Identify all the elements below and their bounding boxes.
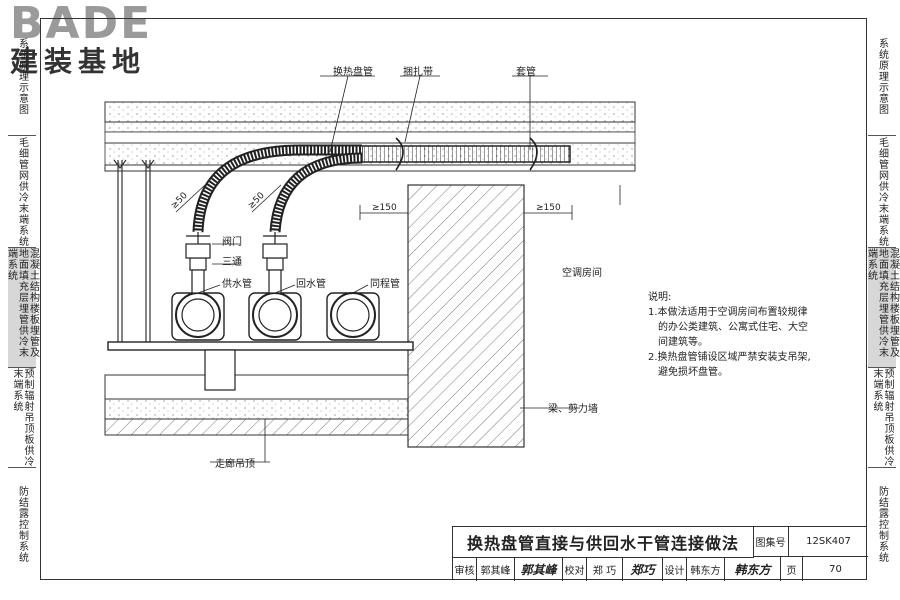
beam-shear-wall [407, 184, 525, 448]
left-tab-radiant-ceiling[interactable]: 预制辐射吊顶板供冷末端系统 [8, 368, 36, 468]
label-ac-room: 空调房间 [562, 268, 602, 279]
left-tab-column: 系统原理示意图 毛细管网供冷末端系统 混凝土结构楼板埋管及地面填充层埋管供冷末端… [6, 18, 39, 580]
title-block: 换热盘管直接与供回水干管连接做法 图集号 12SK407 审核 郭其峰 郭其峰 … [452, 526, 868, 581]
checker-name: 郑 巧 [587, 557, 623, 581]
review-label: 审核 [453, 557, 477, 581]
right-tab-capillary[interactable]: 毛细管网供冷末端系统 [868, 136, 896, 248]
left-tab-capillary[interactable]: 毛细管网供冷末端系统 [8, 136, 36, 248]
label-supply-pipe: 供水管 [222, 279, 252, 290]
atlas-label: 图集号 [753, 527, 789, 557]
same-course-pipe [326, 292, 380, 341]
right-tab-column: 系统原理示意图 毛细管网供冷末端系统 混凝土结构楼板埋管及地面填充层埋管供冷末端… [866, 18, 899, 580]
bade-logo: BADE 建装基地 [10, 2, 175, 80]
logo-subtitle: 建装基地 [10, 45, 147, 78]
designer-name: 韩东方 [687, 557, 725, 581]
label-tee: 三通 [222, 257, 242, 268]
right-tab-concrete-embedded[interactable]: 混凝土结构楼板埋管及地面填充层埋管供冷末端系统 [866, 248, 899, 368]
label-valve: 阀门 [222, 237, 242, 248]
heat-exchange-coil [192, 144, 363, 233]
dim-150-left: ≥150 [372, 203, 397, 213]
atlas-number: 12SK407 [789, 527, 868, 557]
notes-line: 1.本做法适用于空调房间布置较规律 [648, 307, 808, 318]
reviewer-name: 郭其峰 [477, 557, 515, 581]
checker-signature: 郑巧 [623, 557, 663, 581]
drawing-title: 换热盘管直接与供回水干管连接做法 [453, 527, 754, 558]
notes-line: 2.换热盘管铺设区域严禁安装支吊架, [648, 352, 811, 363]
label-beam-wall: 梁、剪力墙 [548, 404, 598, 415]
right-tab-system-principle[interactable]: 系统原理示意图 [868, 18, 896, 136]
page-label: 页 [781, 557, 803, 581]
label-sleeve: 套管 [516, 67, 536, 78]
notes: 说明: 1.本做法适用于空调房间布置较规律 的办公类建筑、公寓式住宅、大空 间建… [648, 290, 848, 380]
label-corridor-ceiling: 走廊吊顶 [215, 459, 255, 470]
notes-line: 的办公类建筑、公寓式住宅、大空 [658, 322, 808, 333]
dimension-lines [175, 184, 573, 220]
return-pipe [248, 292, 302, 341]
right-tab-anti-condensation[interactable]: 防结露控制系统 [876, 485, 888, 563]
notes-title: 说明: [648, 292, 672, 303]
label-return-pipe: 回水管 [296, 279, 326, 290]
pipe-bracket [107, 341, 414, 351]
left-tab-concrete-embedded[interactable]: 混凝土结构楼板埋管及地面填充层埋管供冷末端系统 [6, 248, 39, 368]
check-label: 校对 [563, 557, 587, 581]
page-number: 70 [829, 563, 842, 575]
label-coil-pipe: 换热盘管 [333, 67, 373, 78]
left-tab-anti-condensation[interactable]: 防结露控制系统 [16, 485, 28, 563]
label-same-pipe: 同程管 [370, 279, 400, 290]
hanger-rods [113, 159, 155, 350]
bracket-hanger [204, 349, 236, 391]
dim-150-right: ≥150 [536, 203, 561, 213]
logo-brand: BADE [10, 0, 153, 49]
sleeve [361, 137, 571, 171]
leader-lines [197, 75, 621, 463]
right-tab-radiant-ceiling[interactable]: 预制辐射吊顶板供冷末端系统 [868, 368, 896, 468]
reviewer-signature: 郭其峰 [515, 557, 563, 581]
supply-pipe [171, 292, 225, 341]
valve-tee-assembly [185, 232, 288, 294]
designer-signature: 韩东方 [725, 557, 781, 581]
drawing-frame [40, 18, 867, 580]
left-tab-system-principle[interactable]: 系统原理示意图 [8, 18, 36, 136]
notes-line: 间建筑等。 [658, 337, 708, 348]
design-label: 设计 [663, 557, 687, 581]
label-binding-strap: 捆扎带 [403, 67, 433, 78]
corridor-ceiling [104, 374, 409, 436]
notes-line: 避免损坏盘管。 [658, 367, 728, 378]
